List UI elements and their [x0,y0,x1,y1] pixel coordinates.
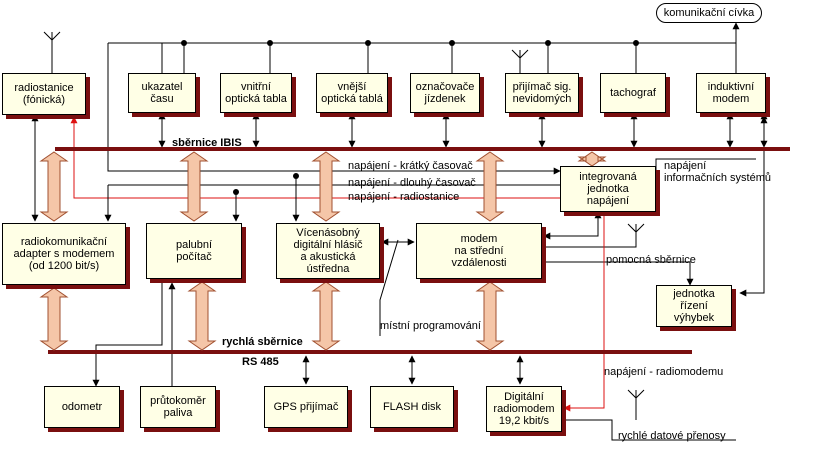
fat-napajeni-ibis [577,151,607,167]
wire-odometr [92,283,163,387]
junction-dot-1 [267,40,273,46]
wire-pomocna [542,261,694,286]
wire-modem-antenna [544,232,637,248]
fat-modem-rs485 [475,281,505,351]
vnejsi-tabla-box: vnější optická tablá [316,73,388,113]
rychla-sbernice-label: rychlá sběrnice [222,336,303,348]
fat-adapter-rs485 [39,287,69,351]
fat-palubni-rs485 [187,281,217,351]
wire-rychle-prenosy [564,419,736,441]
fat-adapter-ibis [39,151,69,222]
napajeni-kratky-label: napájení - krátký časovač [348,160,473,172]
napajeni-radiostanice-label: napájení - radiostanice [348,191,460,203]
wire-info-power [655,158,756,170]
napajeni-info-label: napájení informačních systémů [664,160,771,184]
induktivni-modem-box: induktivní modem [696,73,766,113]
gps-box: GPS přijímač [264,386,348,428]
connection-lines [31,22,768,441]
pomocna-sbernice-label: pomocná sběrnice [606,254,696,266]
mistni-programovani-label: místní programování [380,320,481,332]
flash-disk-box: FLASH disk [370,386,454,428]
fat-palubni-ibis [179,151,209,222]
fat-modem-ibis [475,151,505,222]
junction-dot-4 [545,40,551,46]
odometr-box: odometr [44,386,120,428]
power-line-radiostanice [70,116,560,199]
vyhybky-box: jednotka řízení výhybek [656,285,732,327]
napajeni-dlouhy-label: napájení - dlouhý časovač [348,177,476,189]
prutokomer-box: průtokoměr paliva [140,386,216,428]
modem-stredni-box: modem na střední vzdálenosti [416,223,542,279]
antenna-modem [627,223,645,246]
ukazatel-casu-box: ukazatel času [128,73,196,113]
radiomodem-box: Digitální radiomodem 19,2 kbit/s [486,386,562,432]
wire-mistni-prog [379,239,399,336]
ibis-bus-label: sběrnice IBIS [172,137,242,149]
wire-modem-napajeni [543,211,602,240]
oznacovace-box: označovače jízdenek [410,73,480,113]
junction-dot-6 [293,173,299,179]
rychle-prenosy-label: rychlé datové přenosy [618,430,726,442]
antenna-radiostanice [43,31,61,73]
junction-dot-7 [233,189,239,195]
antennas [43,31,645,420]
fat-hlasic-ibis [311,151,341,222]
rs485-label: RS 485 [242,356,279,368]
buses [48,147,790,354]
fat-hlasic-rs485 [311,281,341,351]
palubni-pocitac-box: palubní počítač [146,223,242,279]
prijimac-signalu-box: přijímač sig. nevidomých [505,73,579,113]
napajeni-jednotka-box: integrovaná jednotka napájení [560,166,656,212]
wire-power-short [107,43,561,175]
junction-dot-5 [633,40,639,46]
bus-connectors [39,151,607,351]
wire-vyhybky-induktivni [739,116,768,297]
antenna-radiomodem [627,389,645,420]
junction-dot-2 [365,40,371,46]
junction-dot-3 [449,40,455,46]
wire-top-trunk [108,42,737,73]
radiokomunikacni-adapter-box: radiokomunikační adapter s modemem (od 1… [2,223,126,285]
junction-dot-0 [181,40,187,46]
hlasic-box: Vícenásobný digitální hlásič a akustická… [276,223,380,279]
komunikacni-civka: komunikační cívka [656,3,762,23]
tachograf-box: tachograf [600,73,666,113]
vnitrni-tabla-box: vnitřní optická tabla [220,73,292,113]
antenna-prijimac [511,49,529,73]
napajeni-radiomodemu-label: napájení - radiomodemu [604,366,724,378]
radiostanice-box: radiostanice (fónická) [2,73,86,115]
power-line-radiomodem [563,212,605,412]
